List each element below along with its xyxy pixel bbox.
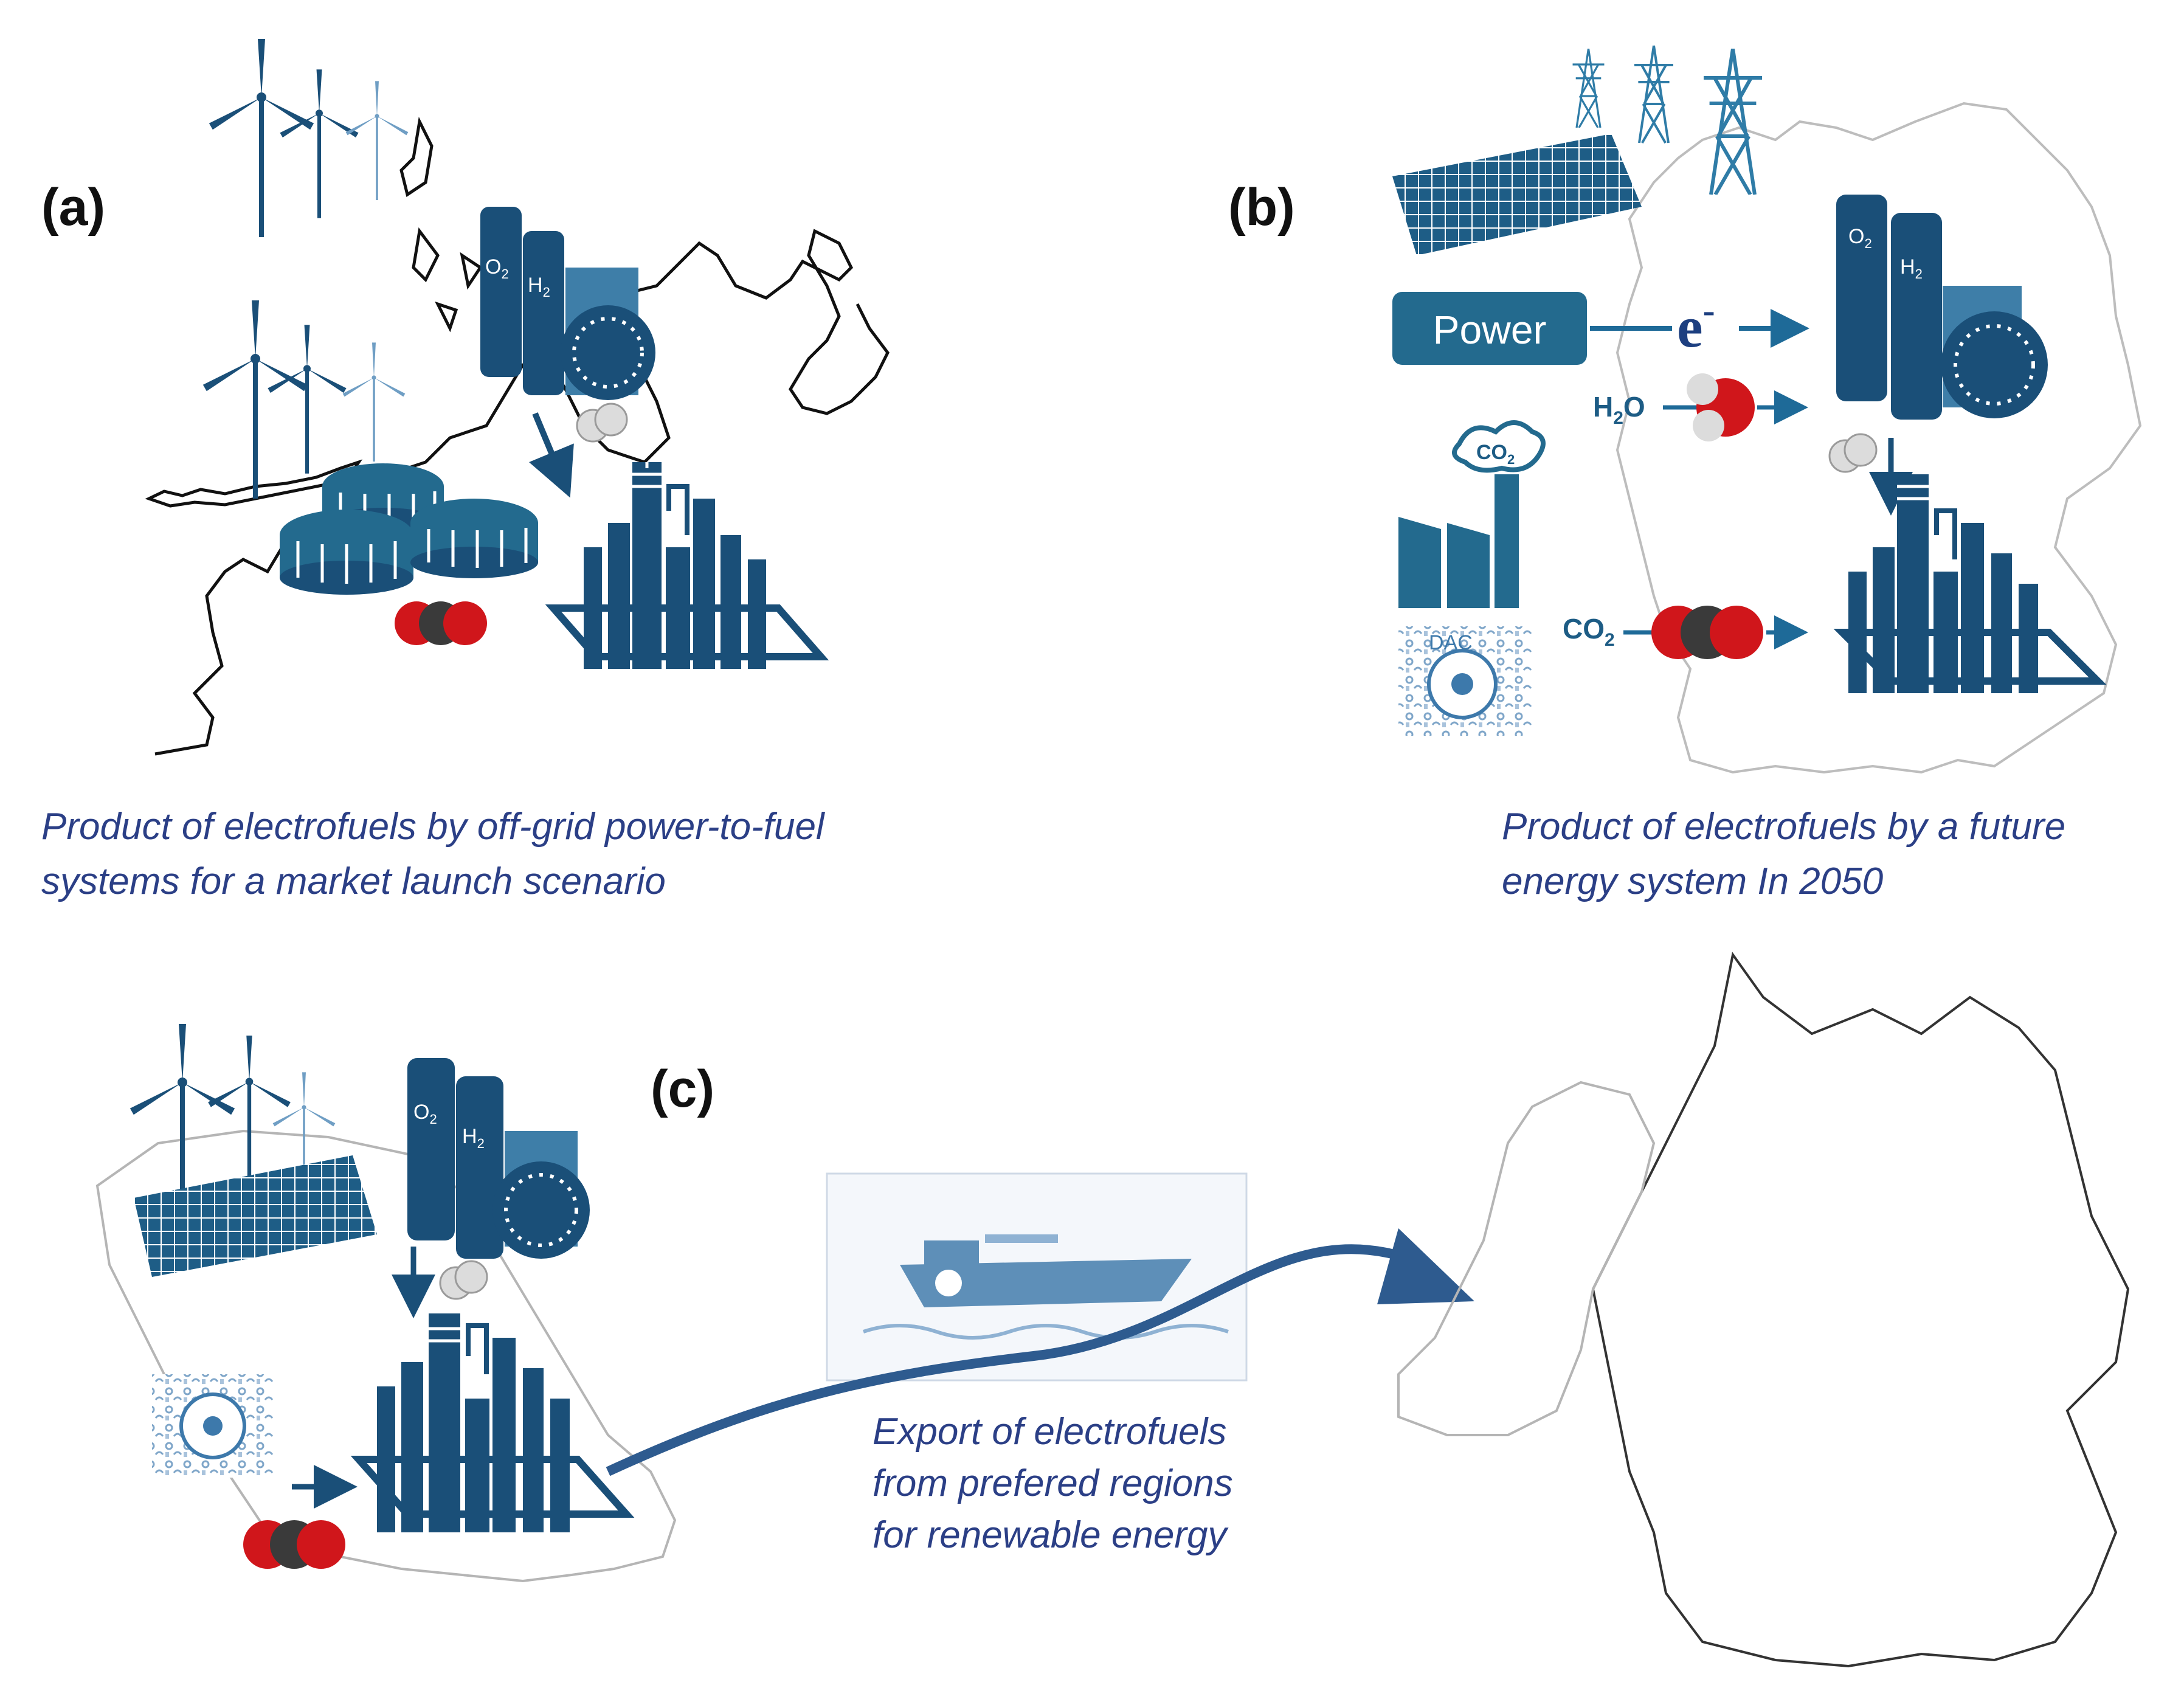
caption-a-line1: Product of electrofuels by off-grid powe… <box>41 806 826 848</box>
water-molecule-icon <box>1687 373 1755 441</box>
wind-turbine-icon <box>209 39 314 237</box>
electron-label: e- <box>1677 290 1715 359</box>
panel-c-label: (c) <box>651 1060 714 1118</box>
o2-label: O2 <box>413 1101 437 1127</box>
flow-arrow <box>529 412 574 498</box>
hydrogen-molecule-icon <box>576 403 628 443</box>
export-route-arrow <box>606 1244 1432 1476</box>
germany-target-map <box>1591 952 2130 1668</box>
caption-c-line2: from prefered regions <box>873 1462 1233 1504</box>
hydrogen-molecule-icon <box>439 1260 488 1300</box>
caption-b-line1: Product of electrofuels by a future <box>1502 806 2065 848</box>
dac-unit-icon <box>152 1374 274 1478</box>
solar-panel-icon <box>134 1155 377 1277</box>
island-outline <box>145 459 363 508</box>
refinery-icon <box>350 1313 635 1532</box>
o2-label: O2 <box>485 255 509 282</box>
wind-turbine-icon <box>208 1036 291 1192</box>
electrolyzer-icon: O2 H2 <box>407 1058 590 1259</box>
o2-label: O2 <box>1848 225 1872 251</box>
caption-c-line1: Export of electrofuels <box>873 1411 1226 1453</box>
factory-icon <box>1398 420 1546 608</box>
caption-b-line2: energy system In 2050 <box>1502 860 1883 902</box>
panel-b-label: (b) <box>1228 178 1295 237</box>
power-line-icon <box>1704 49 1762 195</box>
co2-molecule-icon <box>1651 606 1763 659</box>
co2-label: CO2 <box>1563 613 1615 650</box>
electrolyzer-icon: O2 H2 <box>480 207 655 400</box>
panel-c: (c) O2 H2 <box>95 952 2130 1668</box>
panel-a: (a) <box>41 39 890 902</box>
wind-turbine-icon <box>345 81 409 200</box>
h2-label: H2 <box>1900 255 1923 282</box>
panel-a-label: (a) <box>41 178 105 237</box>
factory-co2-label: CO2 <box>1476 441 1515 467</box>
benelux-map-outline <box>1397 1081 1656 1436</box>
dac-label: DAC <box>1429 631 1473 654</box>
refinery-icon <box>1833 474 2107 693</box>
electrolyzer-icon: O2 H2 <box>1836 195 2048 420</box>
caption-a-line2: systems for a market launch scenario <box>41 860 666 902</box>
wind-turbine-icon <box>268 325 347 474</box>
ship-illustration <box>826 1172 1248 1382</box>
solar-panel-icon <box>1392 134 1642 255</box>
h2-label: H2 <box>528 274 550 300</box>
island-outline <box>399 117 483 333</box>
caption-c-line3: for renewable energy <box>873 1514 1229 1556</box>
biogas-tank-icon <box>280 510 413 595</box>
power-line-icon <box>1571 49 1606 128</box>
co2-molecule-icon <box>395 601 487 645</box>
water-label: H2O <box>1593 391 1645 428</box>
biogas-tank-icon <box>410 499 538 578</box>
germany-map-outline <box>1616 102 2142 774</box>
wind-turbine-icon <box>202 300 308 499</box>
co2-molecule-icon <box>243 1520 345 1569</box>
export-arrow-head <box>1377 1228 1474 1304</box>
refinery-icon <box>545 462 829 669</box>
hydrogen-molecule-icon <box>1828 433 1878 473</box>
power-line-icon <box>1634 46 1673 143</box>
panel-b: (b) Power e- H2O O <box>1228 46 2142 902</box>
dac-unit-icon <box>1398 626 1532 736</box>
h2-label: H2 <box>462 1125 485 1151</box>
power-label: Power <box>1432 307 1546 352</box>
wind-turbine-icon <box>342 342 406 462</box>
wind-turbine-icon <box>280 69 359 218</box>
ship-icon <box>900 1259 1192 1307</box>
power-box <box>1392 292 1587 365</box>
